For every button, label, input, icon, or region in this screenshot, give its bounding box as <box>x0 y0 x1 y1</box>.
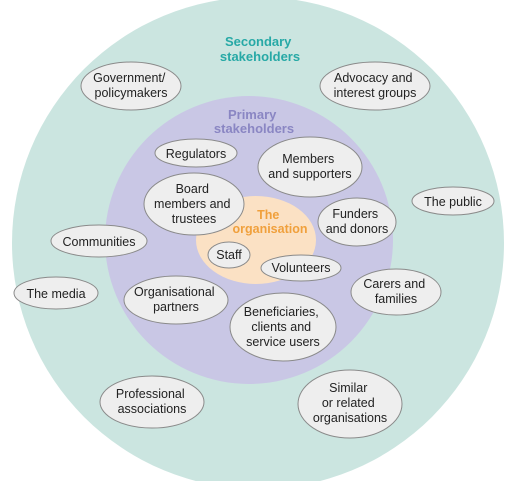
svg-text:Organisational partners: Organisational partners <box>134 285 218 314</box>
node-volunteers: Volunteers <box>260 254 342 282</box>
node-government-policymakers: Government/ policymakers <box>80 61 182 111</box>
node-beneficiaries-clients-service-users: Beneficiaries, clients and service users <box>229 292 337 362</box>
node-carers-families: Carers and families <box>350 268 442 316</box>
svg-text:Communities: Communities <box>63 235 136 249</box>
node-advocacy-interest-groups: Advocacy and interest groups <box>319 61 431 111</box>
svg-text:Carers and families: Carers and families <box>363 277 428 306</box>
svg-text:Regulators: Regulators <box>166 147 226 161</box>
node-similar-related-organisations: Similar or related organisations <box>297 369 403 439</box>
primary-title: Primary stakeholders <box>214 107 294 136</box>
node-staff: Staff <box>207 241 251 269</box>
node-communities: Communities <box>50 224 148 258</box>
node-organisational-partners: Organisational partners <box>123 275 229 325</box>
secondary-title: Secondary stakeholders <box>220 34 300 64</box>
svg-text:Beneficiaries, clients a: Beneficiaries, clients and service users <box>244 305 323 349</box>
node-the-media: The media <box>13 276 99 310</box>
core-title: The organisation <box>232 208 307 236</box>
svg-text:The media: The media <box>26 287 85 301</box>
svg-text:Government/ policymakers: Government/ policymakers <box>93 71 169 100</box>
svg-text:Professional association: Professional associations <box>116 387 188 416</box>
node-the-public: The public <box>411 186 495 216</box>
svg-text:Funders and donors: Funders and donors <box>326 207 389 236</box>
svg-text:Advocacy and interest gr: Advocacy and interest groups <box>334 71 417 100</box>
node-professional-associations: Professional associations <box>99 375 205 429</box>
svg-text:Volunteers: Volunteers <box>271 261 330 275</box>
svg-text:The public: The public <box>424 195 482 209</box>
svg-text:Similar or related: Similar or related organisations <box>313 381 387 425</box>
node-regulators: Regulators <box>154 138 238 168</box>
node-board-members-trustees: Board members and trustees <box>143 172 245 236</box>
svg-text:Board members and: Board members and trustees <box>154 182 234 226</box>
svg-text:Staff: Staff <box>216 248 242 262</box>
node-members-supporters: Members and supporters <box>257 136 363 198</box>
svg-text:Members and supporters: Members and supporters <box>268 152 351 181</box>
node-funders-donors: Funders and donors <box>317 197 397 247</box>
